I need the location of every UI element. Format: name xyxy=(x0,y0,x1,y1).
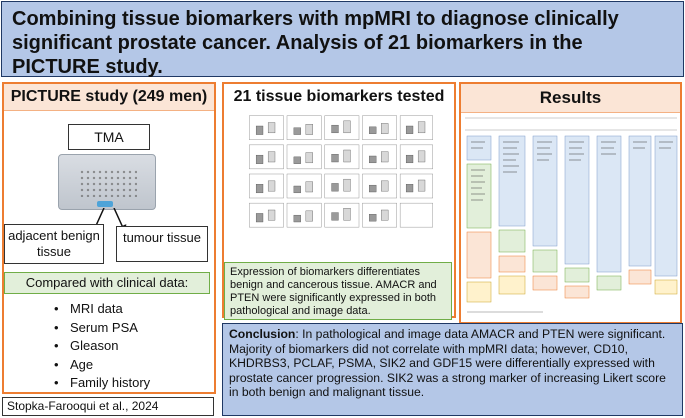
list-item: Family history xyxy=(56,374,150,393)
conclusion-label: Conclusion xyxy=(229,327,296,341)
compared-with-box: Compared with clinical data: xyxy=(4,272,210,294)
picture-study-heading: PICTURE study (249 men) xyxy=(4,84,214,111)
poster-title: Combining tissue biomarkers with mpMRI t… xyxy=(1,1,684,78)
list-item: Age xyxy=(56,356,150,375)
clinical-data-list: MRI data Serum PSA Gleason Age Family hi… xyxy=(56,300,150,393)
results-table-figure xyxy=(465,117,678,313)
results-panel: Results xyxy=(459,82,682,324)
expression-caption: Expression of biomarkers differentiates … xyxy=(224,262,452,320)
conclusion-text: : In pathological and image data AMACR a… xyxy=(229,327,666,400)
boxplot-grid-figure xyxy=(249,115,433,228)
slide-label-spot xyxy=(97,201,113,207)
tma-slide-image xyxy=(58,154,156,210)
tissue-cores-pattern xyxy=(79,169,137,197)
list-item: MRI data xyxy=(56,300,150,319)
biomarkers-heading: 21 tissue biomarkers tested xyxy=(224,84,454,110)
list-item: Serum PSA xyxy=(56,319,150,338)
tma-label-box: TMA xyxy=(68,124,150,150)
tumour-tissue-box: tumour tissue xyxy=(116,226,208,262)
list-item: Gleason xyxy=(56,337,150,356)
results-heading: Results xyxy=(461,84,680,113)
adjacent-benign-box: adjacent benign tissue xyxy=(4,224,104,264)
citation: Stopka-Farooqui et al., 2024 xyxy=(2,397,214,416)
conclusion-box: Conclusion: In pathological and image da… xyxy=(222,323,683,416)
